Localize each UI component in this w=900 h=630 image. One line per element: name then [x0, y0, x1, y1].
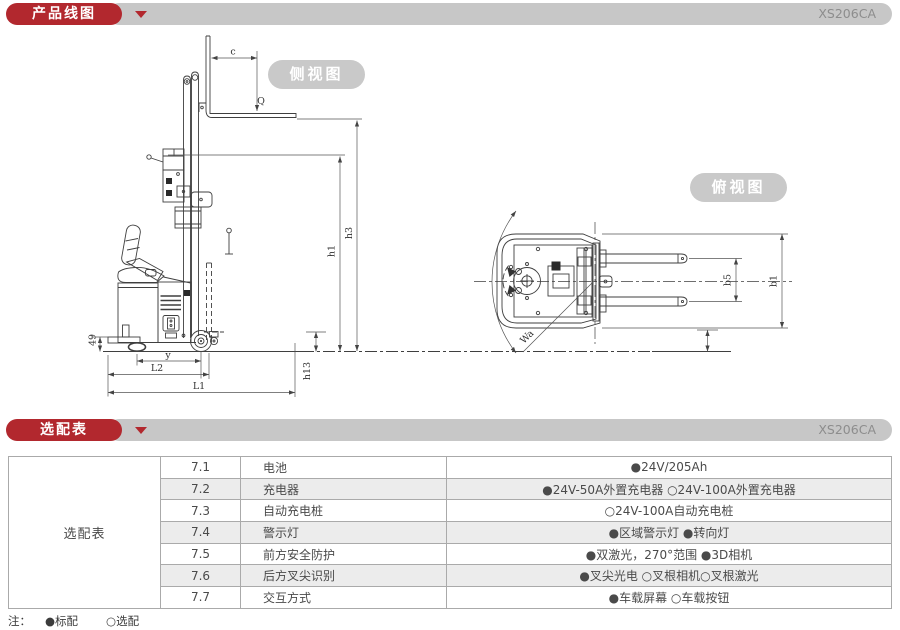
option-value: ●24V-50A外置充电器 ○24V-100A外置充电器 — [446, 477, 892, 501]
dim-label-h1: h1 — [327, 245, 338, 257]
model-code: XS206CA — [818, 422, 876, 437]
dim-label-49: 49 — [88, 334, 99, 346]
dim-label-wa: Wa — [518, 328, 536, 346]
dim-label-b1: b1 — [769, 275, 780, 287]
option-name: 电池 — [240, 456, 447, 479]
triangle-down-icon — [135, 427, 147, 434]
model-code: XS206CA — [818, 6, 876, 21]
dim-label-b5: b5 — [723, 274, 734, 286]
table-row: 7.7 交互方式 ●车载屏幕 ○车载按钮 — [9, 586, 892, 609]
dim-label-h3: h3 — [344, 227, 355, 239]
legend-prefix: 注： — [8, 614, 31, 628]
side-view-drawing — [103, 35, 731, 352]
top-view-label: 俯视图 — [690, 173, 787, 202]
table-row: 7.4 警示灯 ●区域警示灯 ●转向灯 — [9, 521, 892, 544]
header-gray-bar — [108, 419, 892, 441]
table-row: 7.3 自动充电桩 ○24V-100A自动充电桩 — [9, 499, 892, 523]
row-group-header: 选配表 — [8, 456, 161, 609]
legend-note: 注： ●标配 ○选配 — [8, 613, 167, 629]
option-number: 7.3 — [160, 499, 241, 523]
option-number: 7.4 — [160, 521, 241, 544]
section-title: 产品线图 — [32, 6, 96, 22]
side-view-dim-labels: c Q h3 h1 49 y L2 L1 h13 — [88, 47, 356, 393]
option-number: 7.7 — [160, 586, 241, 609]
option-value: ○24V-100A自动充电桩 — [446, 499, 892, 523]
table-row: 7.2 充电器 ●24V-50A外置充电器 ○24V-100A外置充电器 — [9, 477, 892, 501]
option-number: 7.1 — [160, 456, 241, 479]
section-title-badge: 产品线图 — [6, 3, 122, 25]
side-view-label: 侧视图 — [268, 60, 365, 89]
option-name: 自动充电桩 — [240, 499, 447, 523]
legend-standard: ●标配 — [45, 614, 79, 628]
top-view-drawing — [474, 222, 792, 344]
legend-optional: ○选配 — [106, 614, 140, 628]
table-row: 选配表 7.1 电池 ●24V/205Ah — [8, 456, 892, 609]
option-name: 充电器 — [240, 477, 447, 501]
option-name: 后方叉尖识别 — [240, 564, 447, 588]
option-value: ●区域警示灯 ●转向灯 — [446, 521, 892, 544]
section-title-badge: 选配表 — [6, 419, 122, 441]
option-number: 7.5 — [160, 542, 241, 566]
dim-label-c: c — [230, 47, 235, 58]
side-view-dimensions — [91, 51, 718, 397]
option-number: 7.2 — [160, 477, 241, 501]
option-name: 警示灯 — [240, 521, 447, 544]
section-title: 选配表 — [40, 422, 88, 438]
options-table: 选配表 7.1 电池 ●24V/205Ah 7.2 充电器 ●24V-50A外置… — [8, 456, 892, 609]
option-value: ●双激光，270°范围 ●3D相机 — [446, 542, 892, 566]
dim-label-l1: L1 — [193, 381, 205, 392]
dim-label-l2: L2 — [151, 363, 163, 374]
option-number: 7.6 — [160, 564, 241, 588]
top-view-dimensions — [491, 210, 788, 354]
dim-label-y: y — [164, 350, 171, 361]
header-gray-bar — [108, 3, 892, 25]
section-header-options: 选配表 XS206CA — [6, 419, 892, 441]
option-value: ●叉尖光电 ○叉根相机○叉根激光 — [446, 564, 892, 588]
table-row: 7.6 后方叉尖识别 ●叉尖光电 ○叉根相机○叉根激光 — [9, 564, 892, 588]
triangle-down-icon — [135, 11, 147, 18]
section-header-product-drawing: 产品线图 XS206CA — [6, 3, 892, 25]
dim-label-h13: h13 — [302, 362, 313, 380]
option-name: 交互方式 — [240, 586, 447, 609]
table-row: 7.5 前方安全防护 ●双激光，270°范围 ●3D相机 — [9, 542, 892, 566]
option-value: ●车载屏幕 ○车载按钮 — [446, 586, 892, 609]
top-view-dim-labels: b5 b1 Wa — [518, 274, 779, 346]
dim-label-q: Q — [257, 96, 265, 107]
option-name: 前方安全防护 — [240, 542, 447, 566]
option-value: ●24V/205Ah — [446, 456, 892, 479]
